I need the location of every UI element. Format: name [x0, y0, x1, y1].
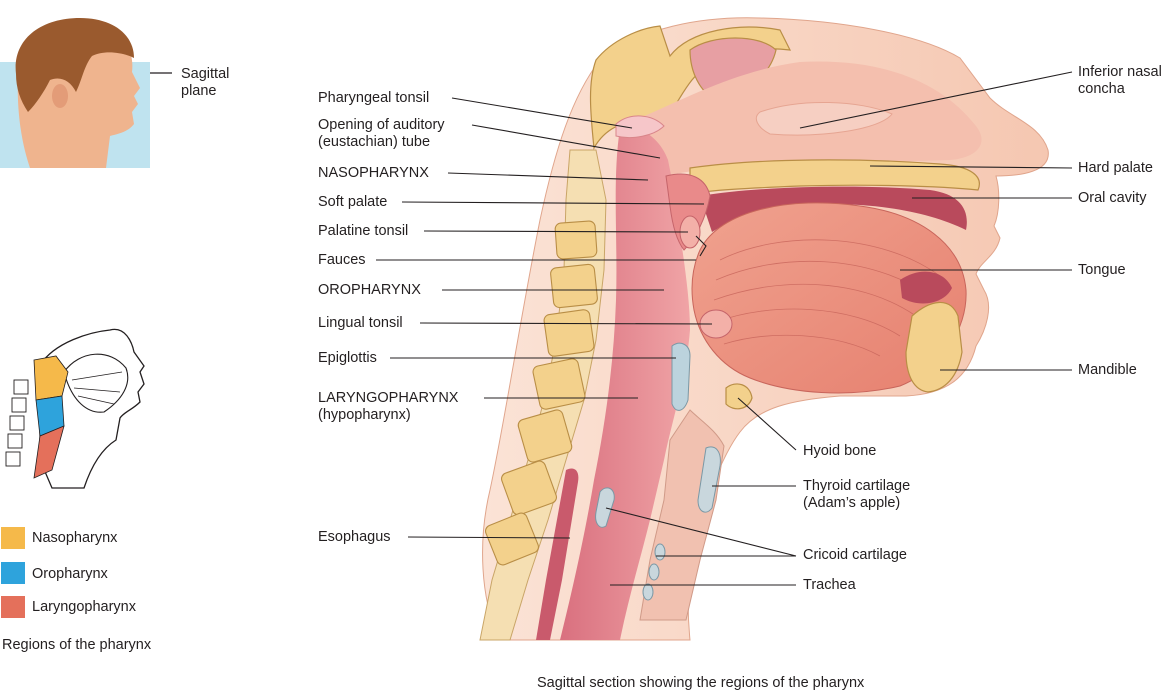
- legend-label-oropharynx: Oropharynx: [32, 566, 108, 582]
- label-laryngopharynx: LARYNGOPHARYNX (hypopharynx): [318, 390, 459, 423]
- legend-swatch-nasopharynx: [1, 527, 25, 549]
- inset-head-hair: [15, 18, 135, 112]
- schematic-nasopharynx: [33, 355, 69, 401]
- label-hyoid-bone: Hyoid bone: [803, 443, 877, 459]
- label-soft-palate: Soft palate: [318, 194, 388, 210]
- schematic-laryngopharynx: [33, 425, 65, 479]
- label-thyroid-cartilage: Thyroid cartilage (Adam’s apple): [803, 478, 911, 511]
- hard-palate-shape: [689, 159, 980, 195]
- legend-caption: Regions of the pharynx: [2, 637, 152, 653]
- label-fauces: Fauces: [318, 252, 366, 268]
- label-epiglottis: Epiglottis: [318, 350, 377, 366]
- label-palatine-tonsil: Palatine tonsil: [318, 223, 409, 239]
- label-esophagus: Esophagus: [318, 529, 391, 545]
- sagittal-section: [479, 17, 1049, 641]
- label-inferior-nasal-concha: Inferior nasal concha: [1078, 64, 1162, 97]
- label-nasopharynx: NASOPHARYNX: [318, 165, 429, 181]
- epiglottis-shape: [671, 342, 691, 411]
- leader-lines: [376, 71, 1073, 586]
- sagittal-plane-label: Sagittal plane: [181, 66, 230, 99]
- figure-caption: Sagittal section showing the regions of …: [537, 675, 865, 691]
- hyoid-shape: [725, 383, 753, 410]
- legend-label-laryngopharynx: Laryngopharynx: [32, 599, 136, 615]
- thyroid-cartilage-shape: [697, 446, 721, 513]
- cricoid-cartilage-shape: [595, 487, 615, 528]
- label-oral-cavity: Oral cavity: [1078, 190, 1147, 206]
- inset-head: [0, 18, 172, 168]
- legend-swatch-oropharynx: [1, 562, 25, 584]
- legend-swatch-laryngopharynx: [1, 596, 25, 618]
- label-pharyngeal-tonsil: Pharyngeal tonsil: [318, 90, 430, 106]
- esophagus-shape: [536, 468, 579, 640]
- label-tongue: Tongue: [1078, 262, 1126, 278]
- inferior-nasal-concha-shape: [755, 102, 893, 136]
- oral-cavity-shape: [700, 186, 967, 232]
- legend-label-nasopharynx: Nasopharynx: [32, 530, 118, 546]
- pharynx-airway: [560, 127, 690, 640]
- label-trachea: Trachea: [803, 577, 856, 593]
- label-lingual-tonsil: Lingual tonsil: [318, 315, 403, 331]
- label-oropharynx: OROPHARYNX: [318, 282, 421, 298]
- label-auditory-tube-opening: Opening of auditory (eustachian) tube: [318, 117, 445, 150]
- label-hard-palate: Hard palate: [1078, 160, 1153, 176]
- inset-head-ear: [52, 84, 68, 108]
- label-mandible: Mandible: [1078, 362, 1137, 378]
- label-cricoid-cartilage: Cricoid cartilage: [803, 547, 907, 563]
- larynx: [639, 409, 725, 621]
- schematic-pharynx: [5, 328, 145, 489]
